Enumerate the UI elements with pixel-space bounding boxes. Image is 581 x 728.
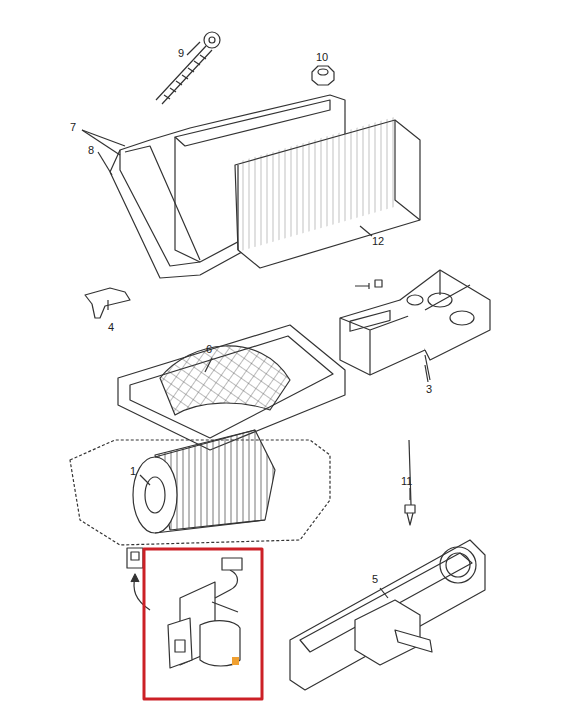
nut <box>312 66 334 85</box>
callout-number: 6 <box>206 344 212 355</box>
highlight-box <box>144 549 262 699</box>
callout-number: 4 <box>108 322 114 333</box>
blower-resistor <box>168 558 242 668</box>
callout-number: 5 <box>372 574 378 585</box>
callout-number: 11 <box>401 476 412 487</box>
blower-wheel <box>133 430 275 533</box>
gasket <box>118 325 345 450</box>
callout-number: 1 <box>130 466 136 477</box>
callout-number: 3 <box>426 384 432 395</box>
callout-number: 10 <box>316 52 328 63</box>
callout-number: 8 <box>88 145 94 156</box>
callout-number: 12 <box>372 236 384 247</box>
highlight-mark <box>232 657 239 665</box>
callout-number: 7 <box>70 122 76 133</box>
control-panel <box>290 540 485 690</box>
callout-number: 9 <box>178 48 184 59</box>
connector <box>127 548 150 610</box>
cabin-filter <box>235 116 420 268</box>
resistor-block <box>340 270 490 380</box>
clip <box>85 288 130 318</box>
screw <box>156 32 220 104</box>
